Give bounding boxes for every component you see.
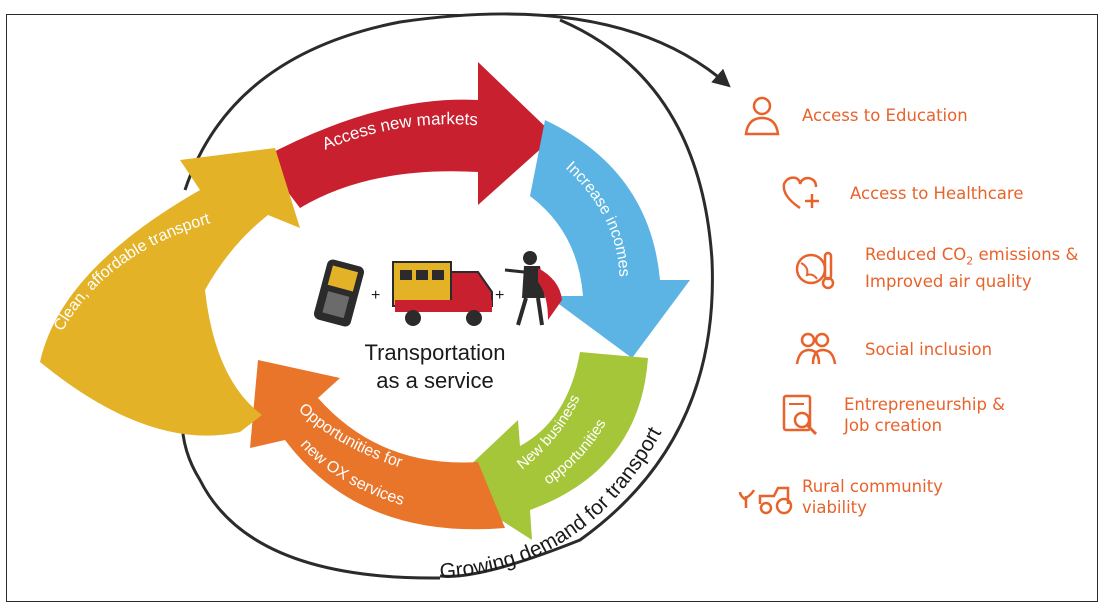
people-icon bbox=[795, 332, 837, 365]
benefit-label: Access to Education bbox=[802, 105, 968, 125]
benefit-label: Rural community viability bbox=[802, 477, 943, 517]
benefit-entrepreneurship: Entrepreneurship & Job creation bbox=[778, 392, 1005, 438]
benefit-access-education: Access to Education bbox=[742, 92, 968, 138]
benefit-label: Reduced CO2 emissions & Improved air qua… bbox=[865, 245, 1079, 292]
benefit-social-inclusion: Social inclusion bbox=[793, 326, 992, 372]
plant-tractor-icon bbox=[738, 486, 793, 515]
document-search-icon bbox=[782, 394, 818, 436]
segment-new-business-opportunities bbox=[448, 352, 648, 540]
heart-plus-icon bbox=[782, 176, 819, 210]
person-icon bbox=[744, 96, 780, 136]
outer-arrow-right bbox=[439, 18, 714, 578]
outer-arrow-top bbox=[183, 12, 731, 191]
segment-increase-incomes bbox=[530, 120, 690, 358]
entrepreneur-icon bbox=[504, 251, 562, 326]
benefit-label: Entrepreneurship & Job creation bbox=[844, 395, 1006, 435]
segment-opportunities-ox-services bbox=[250, 360, 505, 530]
benefit-rural-community: Rural community viability bbox=[738, 474, 943, 520]
plus-sign-1: + bbox=[371, 287, 380, 304]
benefit-reduced-co2: Reduced CO2 emissions & Improved air qua… bbox=[793, 244, 1078, 292]
segment-clean-affordable-transport bbox=[40, 148, 300, 436]
benefit-label: Access to Healthcare bbox=[850, 183, 1024, 203]
center-title-line1: Transportation bbox=[364, 340, 505, 365]
center-title-line2: as a service bbox=[376, 368, 493, 393]
truck-icon bbox=[392, 261, 493, 326]
phone-icon bbox=[313, 259, 365, 327]
segment-access-new-markets bbox=[262, 62, 555, 208]
plus-sign-2: + bbox=[495, 287, 504, 304]
globe-thermometer-icon bbox=[795, 251, 835, 290]
benefit-label: Social inclusion bbox=[865, 339, 993, 359]
benefit-access-healthcare: Access to Healthcare bbox=[778, 170, 1023, 216]
